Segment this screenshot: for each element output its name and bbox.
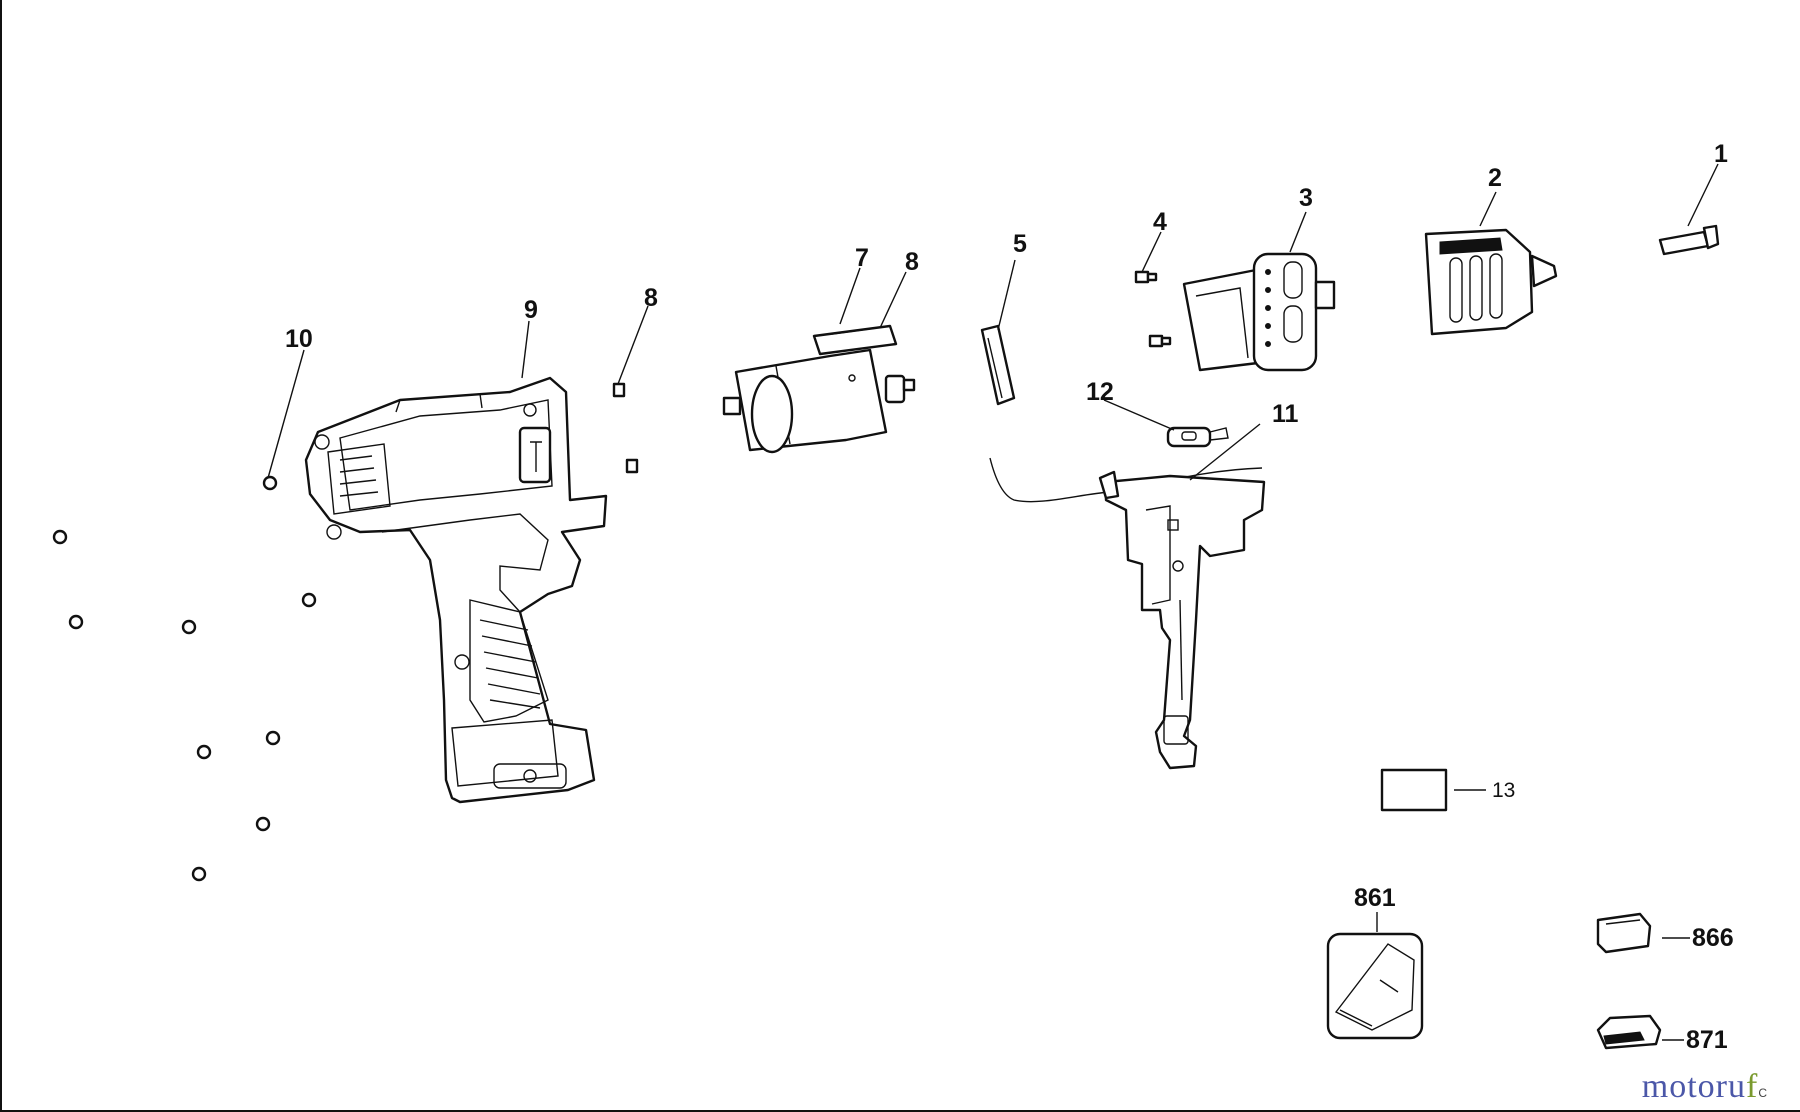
callout-2: 2 (1488, 164, 1502, 192)
callout-12: 12 (1086, 378, 1114, 406)
callout-866: 866 (1692, 924, 1734, 952)
plate-part-5 (980, 324, 1016, 406)
screws-part-10 (52, 475, 317, 882)
callout-11: 11 (1272, 400, 1299, 428)
housing-part-9 (304, 376, 608, 804)
watermark-text-c: C (1758, 1086, 1768, 1100)
callout-9: 9 (524, 296, 538, 324)
callout-8-nuts: 8 (644, 284, 658, 312)
callout-871: 871 (1686, 1026, 1728, 1054)
callout-861: 861 (1354, 884, 1396, 912)
callout-labels: 1 2 3 4 5 7 8 8 9 10 11 12 13 861 866 87… (285, 140, 1734, 1054)
callout-3: 3 (1299, 184, 1313, 212)
leader-lines (267, 163, 1719, 1041)
callout-7: 7 (855, 244, 869, 272)
clip-part-12 (1166, 426, 1229, 448)
label-part-13 (1380, 768, 1448, 812)
watermark-text-b: f (1746, 1068, 1759, 1105)
callout-10: 10 (285, 325, 313, 353)
callout-5: 5 (1013, 230, 1027, 258)
callout-4: 4 (1153, 208, 1167, 236)
screws-part-4 (1134, 270, 1172, 348)
gearbox-part-3 (1182, 252, 1336, 372)
screw-part-1 (1658, 224, 1720, 256)
callout-1: 1 (1714, 140, 1728, 168)
watermark-text-a: motoru (1641, 1068, 1746, 1105)
callout-13: 13 (1492, 779, 1515, 802)
case-part-861 (1326, 932, 1424, 1040)
chuck-part-2 (1424, 228, 1558, 336)
watermark-logo: motorufC (1642, 1068, 1768, 1106)
nuts-part-8 (612, 382, 639, 474)
motor-assembly (722, 324, 916, 454)
callout-8-motor: 8 (905, 248, 919, 276)
charger-part-871 (1596, 1014, 1662, 1050)
battery-part-866 (1596, 912, 1652, 954)
switch-part-11 (989, 457, 1266, 770)
